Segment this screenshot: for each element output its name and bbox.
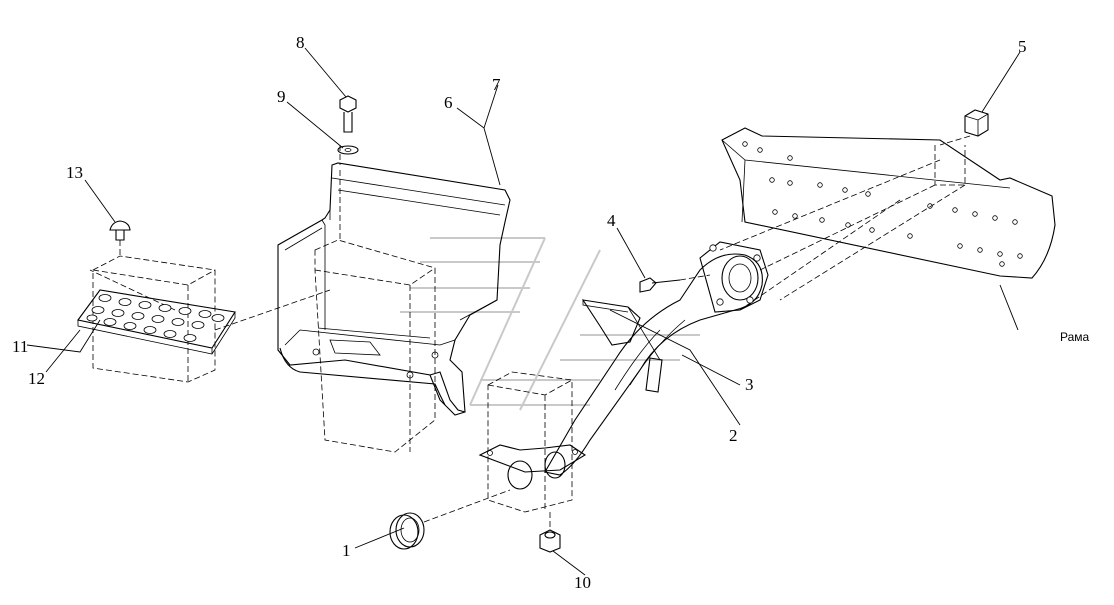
label-part-9: 9 bbox=[277, 87, 286, 106]
label-part-7: 7 bbox=[492, 75, 501, 94]
frame-rail bbox=[721, 127, 1056, 279]
alignment-blocks-step bbox=[89, 145, 436, 453]
mounting-plate-2 bbox=[581, 299, 663, 393]
part-labels: 1 2 3 4 5 6 7 8 9 10 11 12 13 Рама bbox=[12, 33, 1090, 592]
flange-nut-10 bbox=[539, 512, 561, 553]
label-part-10: 10 bbox=[574, 573, 591, 592]
bolt-8 bbox=[339, 95, 357, 133]
bolt-4 bbox=[639, 274, 711, 293]
label-part-2: 2 bbox=[729, 426, 738, 445]
alignment-lines-frame bbox=[719, 159, 966, 311]
step-housing-6-7 bbox=[277, 162, 511, 416]
label-part-3: 3 bbox=[745, 375, 754, 394]
leader-lines bbox=[26, 47, 1021, 576]
label-part-11: 11 bbox=[12, 337, 28, 356]
label-part-13: 13 bbox=[66, 163, 83, 182]
tread-holes bbox=[86, 294, 225, 342]
watermark bbox=[400, 237, 700, 411]
washer-9 bbox=[337, 145, 359, 155]
label-part-4: 4 bbox=[607, 211, 616, 230]
frame-holes bbox=[742, 141, 1023, 267]
pipe-clamp bbox=[478, 371, 587, 513]
end-cap-1 bbox=[389, 489, 511, 550]
label-part-1: 1 bbox=[342, 541, 351, 560]
label-part-6: 6 bbox=[444, 93, 453, 112]
label-frame: Рама bbox=[1060, 330, 1090, 344]
hex-nut-5 bbox=[939, 109, 989, 146]
label-part-8: 8 bbox=[296, 33, 305, 52]
label-part-12: 12 bbox=[28, 369, 45, 388]
label-part-5: 5 bbox=[1018, 37, 1027, 56]
tread-plate-11-12 bbox=[77, 255, 236, 383]
screw-13 bbox=[109, 220, 131, 256]
support-bracket-3 bbox=[544, 241, 769, 476]
